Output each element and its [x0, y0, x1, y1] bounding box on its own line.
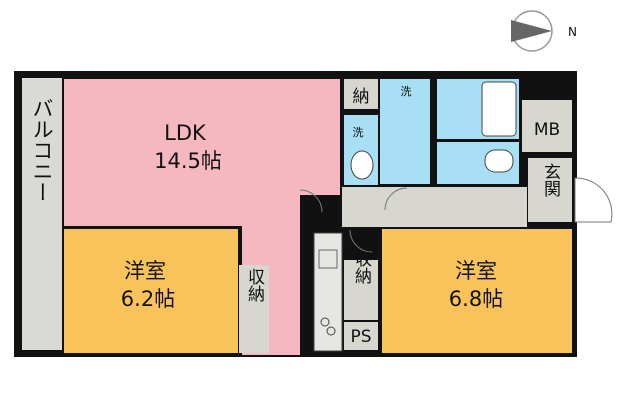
laundry-top-label: 洗	[401, 85, 412, 98]
storage-top-label: 納	[353, 87, 370, 107]
western-room-1-size: 6.2帖	[121, 287, 175, 311]
mb-label: MB	[534, 120, 560, 140]
ps-area	[344, 322, 378, 350]
western-room-1-label: 洋室	[124, 259, 166, 283]
mb-area	[522, 100, 572, 152]
door-swing	[384, 187, 408, 211]
stove-burner-icon	[320, 317, 330, 327]
laundry-left-label: 洗	[353, 126, 364, 139]
western-room-2-label: 洋室	[455, 259, 497, 283]
ps-label: PS	[350, 327, 371, 347]
balcony-label: バルコニー	[30, 98, 54, 203]
washbasin-icon	[350, 150, 374, 180]
ldk-area	[64, 79, 340, 355]
closet-1-area	[239, 265, 269, 353]
north-arrow-icon	[511, 20, 552, 42]
stove-burner-icon	[326, 326, 336, 336]
entrance-area	[528, 158, 572, 222]
ldk-label: LDK	[164, 121, 207, 145]
closet-2-area	[344, 260, 378, 320]
entrance-label: 玄関	[540, 163, 560, 197]
closet-1-label: 収納	[244, 268, 265, 303]
north-label: N	[568, 25, 577, 39]
door-swing	[299, 189, 323, 213]
bathtub-icon	[481, 81, 517, 137]
balcony-area	[22, 78, 62, 350]
sink-icon	[318, 249, 338, 269]
toilet-icon	[484, 149, 514, 173]
washroom-area	[380, 79, 430, 184]
western-room-1-area	[64, 229, 238, 353]
storage-top-area	[344, 79, 378, 109]
western-room-2-size: 6.8帖	[449, 287, 503, 311]
ldk-size: 14.5帖	[154, 149, 222, 173]
compass: N	[511, 10, 577, 52]
western-room-2-area	[382, 229, 572, 353]
door-swing	[349, 229, 373, 253]
closet-2-label: 収納	[351, 250, 372, 285]
entrance-door-swing	[574, 177, 613, 223]
hallway-area	[342, 187, 527, 227]
